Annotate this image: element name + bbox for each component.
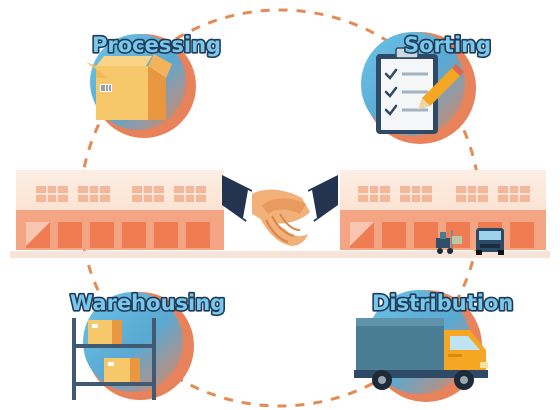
distribution-label: Distribution bbox=[372, 291, 513, 315]
forklift-icon bbox=[436, 230, 462, 254]
storage-shelf-icon bbox=[72, 318, 156, 400]
cardboard-box-icon bbox=[86, 54, 172, 120]
clipboard-checklist-icon bbox=[376, 47, 464, 134]
ground-strip bbox=[10, 251, 550, 258]
sorting-label: Sorting bbox=[404, 33, 491, 57]
front-truck-icon bbox=[476, 228, 504, 255]
warehousing-label: Warehousing bbox=[70, 291, 225, 315]
pencil-icon bbox=[418, 64, 464, 110]
processing-label: Processing bbox=[92, 33, 221, 57]
processing-stage bbox=[86, 34, 196, 138]
warehousing-stage bbox=[72, 292, 194, 400]
handshake-icon bbox=[222, 175, 338, 246]
delivery-truck-icon bbox=[354, 318, 488, 390]
sorting-stage bbox=[361, 32, 476, 144]
distribution-stage bbox=[354, 290, 488, 402]
left-warehouse-building bbox=[16, 170, 224, 250]
